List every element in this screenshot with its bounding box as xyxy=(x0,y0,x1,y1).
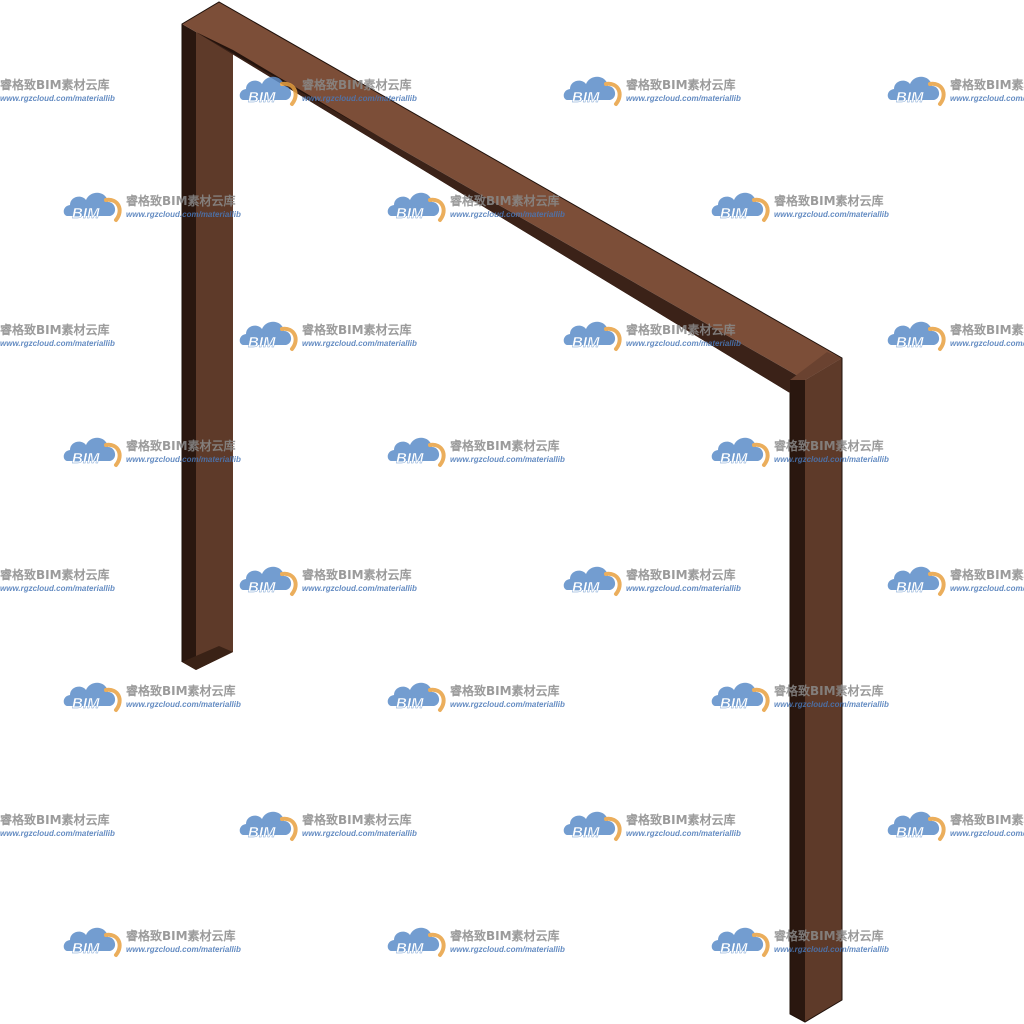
left-post-bottom-edge xyxy=(182,646,233,670)
top-beam-front-face xyxy=(182,24,805,393)
left-post-side-face xyxy=(182,24,196,670)
left-post-front-face xyxy=(196,32,233,670)
right-post-top-edge xyxy=(790,352,842,380)
right-post-side-face xyxy=(790,380,805,1022)
top-beam-top-face xyxy=(182,2,842,380)
frame-outline xyxy=(181,1,843,1023)
right-post-front-face xyxy=(805,358,842,1022)
